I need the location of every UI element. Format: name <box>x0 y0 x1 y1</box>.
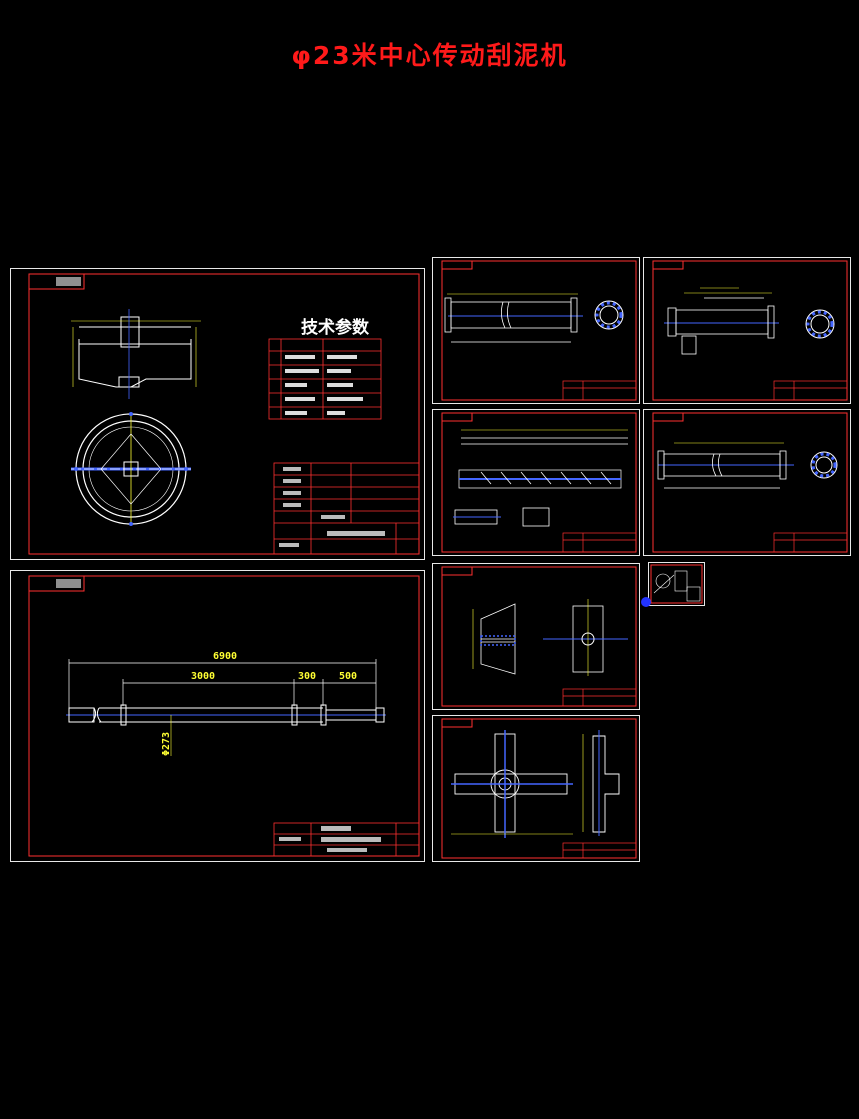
dim-segment-c: 500 <box>339 671 358 682</box>
blue-dot-icon <box>641 597 651 607</box>
sheet-pipe-detail-c[interactable] <box>643 409 851 556</box>
sheet-thumbnail[interactable] <box>648 562 705 606</box>
thumbnail-drawing <box>650 564 703 604</box>
sheet-cross-hub[interactable] <box>432 715 640 862</box>
sheet-support-cone[interactable] <box>432 563 640 710</box>
dim-overall-length: 6900 <box>213 651 238 662</box>
sheet-pipe-detail-b[interactable] <box>643 257 851 404</box>
sheet-pipe-detail-a[interactable] <box>432 257 640 404</box>
pipe-detail-a-drawing <box>441 260 637 401</box>
shaft-drawing <box>28 575 420 857</box>
dim-diameter: Φ273 <box>161 731 172 756</box>
sheet-shaft[interactable]: 6900 3000 300 500 Φ273 <box>10 570 425 862</box>
assembly-drawing <box>28 273 420 555</box>
sheet-general-assembly[interactable]: 技术参数 <box>10 268 425 560</box>
pipe-detail-c-drawing <box>652 412 848 553</box>
pipe-detail-b-drawing <box>652 260 848 401</box>
cross-hub-drawing <box>441 718 637 859</box>
support-cone-drawing <box>441 566 637 707</box>
scraper-arm-drawing <box>441 412 637 553</box>
drawing-set-title: φ23米中心传动刮泥机 <box>291 41 568 70</box>
dim-segment-b: 300 <box>298 671 317 682</box>
dim-segment-a: 3000 <box>191 671 216 682</box>
tech-params-title: 技术参数 <box>301 318 369 338</box>
sheet-scraper-arm[interactable] <box>432 409 640 556</box>
